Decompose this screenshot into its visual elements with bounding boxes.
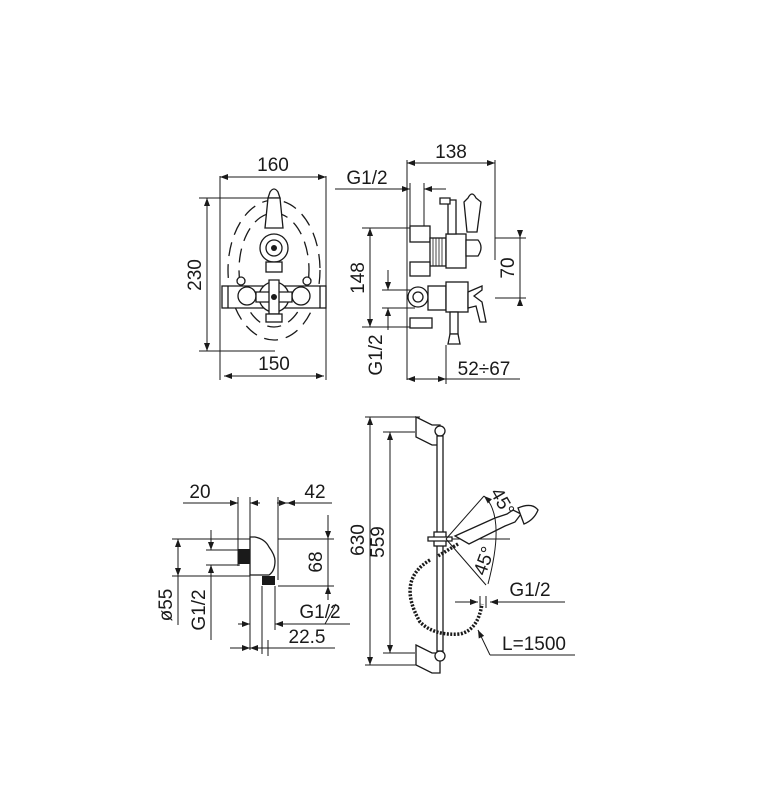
- dim-outlet-width-right: 42: [304, 482, 325, 503]
- side-view: 138 G1/2 148 G1/2 70 52÷67: [335, 142, 526, 384]
- dim-side-handle-spacing: 70: [498, 257, 519, 278]
- dim-side-inlet-top: G1/2: [346, 168, 387, 189]
- dim-side-depth: 138: [435, 142, 467, 163]
- dim-front-height: 230: [185, 259, 206, 291]
- dim-outlet-width-left: 20: [189, 482, 210, 503]
- dim-outlet-thread-outlet: G1/2: [299, 602, 340, 623]
- dim-outlet-diameter: ø55: [156, 589, 177, 622]
- dim-rail-hose-length: L=1500: [502, 634, 566, 655]
- dim-outlet-thread-inlet: G1/2: [189, 589, 210, 630]
- dim-side-height: 148: [348, 262, 369, 294]
- dim-side-inlet-bottom: G1/2: [366, 334, 387, 375]
- dim-outlet-height: 68: [306, 551, 327, 572]
- dim-outlet-offset: 22.5: [289, 627, 326, 648]
- front-view: 160 230 150: [185, 155, 327, 380]
- wall-outlet-view: 20 42 ø55 G1/2 68 G1/2 22.5: [156, 482, 350, 656]
- dim-front-width-top: 160: [257, 155, 289, 176]
- dim-front-width-bottom: 150: [258, 354, 290, 375]
- dim-rail-hose-thread: G1/2: [509, 580, 550, 601]
- slide-rail-view: 630 559 45° 45° G1/2: [348, 415, 575, 674]
- dim-rail-length: 559: [368, 526, 389, 558]
- dim-rail-total-height: 630: [348, 524, 369, 556]
- dim-side-wall-depth: 52÷67: [458, 359, 511, 380]
